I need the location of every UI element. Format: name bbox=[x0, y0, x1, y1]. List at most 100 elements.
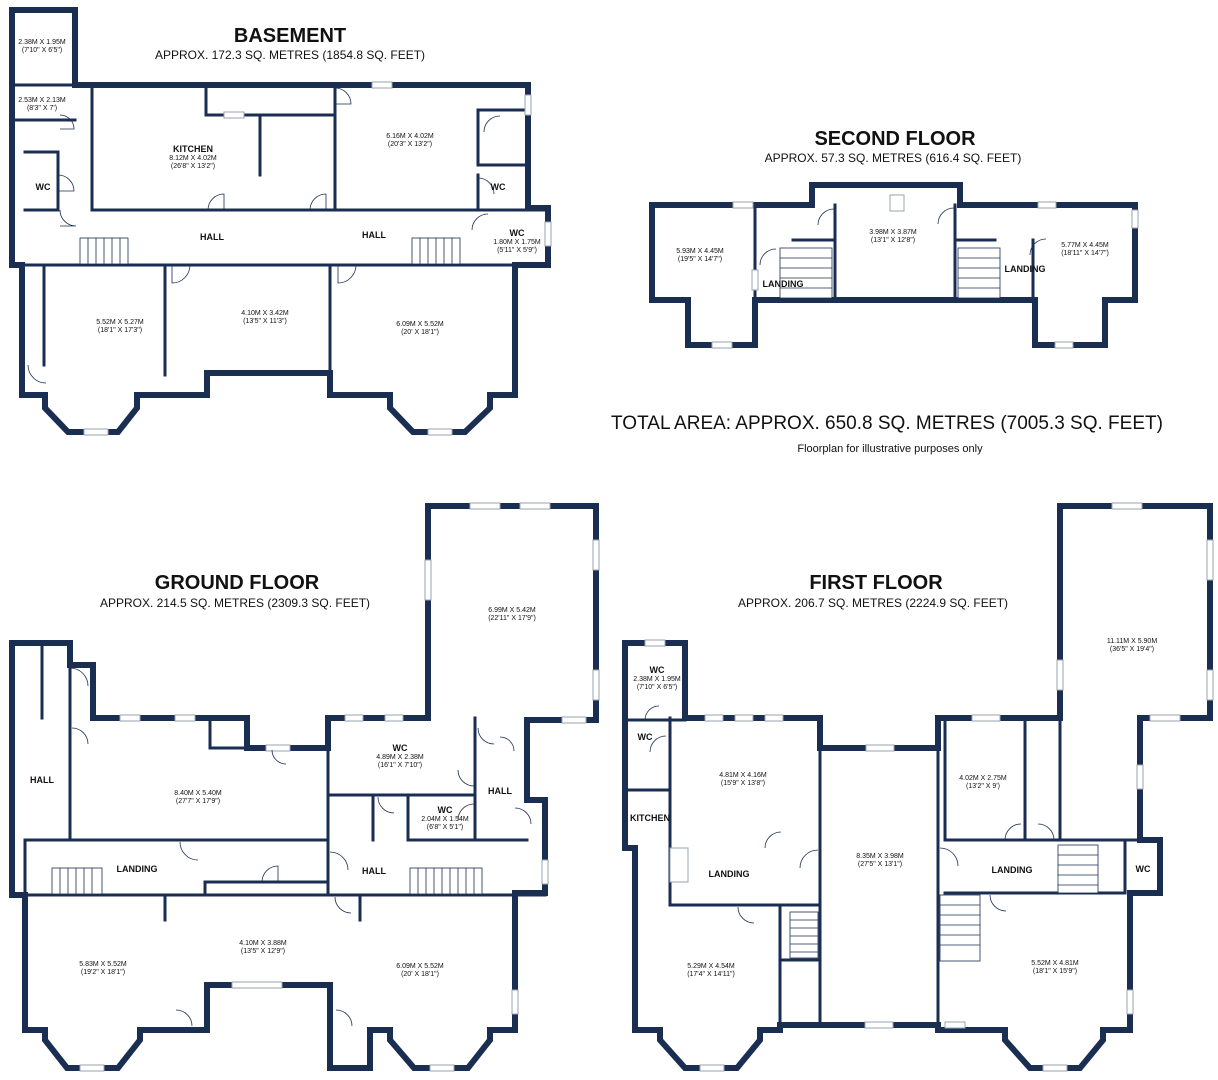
room-dimension-metric: 4.10M X 3.88M bbox=[239, 940, 287, 947]
room-name: WC bbox=[1136, 864, 1151, 874]
basement-windows bbox=[83, 81, 552, 436]
second-floor-doors bbox=[759, 207, 1047, 266]
room-dimension-imperial: (20' X 18'1") bbox=[401, 971, 439, 978]
room-dimension-imperial: (5'11" X 5'9") bbox=[497, 247, 537, 254]
room-dimension-metric: 2.04M X 1.54M bbox=[421, 816, 469, 823]
room-name: HALL bbox=[362, 866, 386, 876]
second-floor-plan: SECOND FLOOR APPROX. 57.3 SQ. METRES (61… bbox=[649, 128, 1139, 349]
room-name: WC bbox=[650, 665, 665, 675]
room-dimension-imperial: (16'1" X 7'10") bbox=[378, 762, 422, 769]
room-name: LANDING bbox=[763, 279, 804, 289]
room-dimension-metric: 4.10M X 3.42M bbox=[241, 310, 289, 317]
room-dimension-imperial: (26'8" X 13'2") bbox=[171, 163, 215, 170]
room-name: WC bbox=[491, 182, 506, 192]
room-name: HALL bbox=[362, 230, 386, 240]
room-dimension-imperial: (13'1" X 12'8") bbox=[871, 237, 915, 244]
room-dimension-imperial: (18'11" X 14'7") bbox=[1061, 250, 1109, 257]
room-name: KITCHEN bbox=[630, 813, 670, 823]
room-dimension-metric: 2.53M X 2.13M bbox=[18, 97, 66, 104]
room-dimension-metric: 11.11M X 5.90M bbox=[1107, 638, 1157, 645]
second-floor-room-labels: 5.93M X 4.45M (19'5" X 14'7") LANDING 3.… bbox=[676, 229, 1109, 289]
room-dimension-imperial: (8'3" X 7') bbox=[27, 105, 57, 112]
first-floor-title: FIRST FLOOR bbox=[809, 572, 943, 594]
room-dimension-metric: 8.40M X 5.40M bbox=[174, 790, 222, 797]
room-dimension-imperial: (36'5" X 19'4") bbox=[1110, 646, 1154, 653]
room-name: LANDING bbox=[1005, 264, 1046, 274]
room-name: KITCHEN bbox=[173, 144, 213, 154]
room-dimension-imperial: (13'2" X 9') bbox=[966, 783, 1000, 790]
room-name: HALL bbox=[488, 786, 512, 796]
room-name: LANDING bbox=[992, 865, 1033, 875]
room-dimension-metric: 2.38M X 1.95M bbox=[18, 39, 66, 46]
first-floor-plan: FIRST FLOOR APPROX. 206.7 SQ. METRES (22… bbox=[622, 502, 1214, 1072]
second-floor-outline bbox=[649, 182, 1138, 348]
room-dimension-imperial: (27'5" X 13'1") bbox=[858, 861, 902, 868]
room-name: HALL bbox=[30, 775, 54, 785]
ground-floor-plan: GROUND FLOOR APPROX. 214.5 SQ. METRES (2… bbox=[9, 502, 600, 1072]
ground-floor-windows bbox=[79, 502, 600, 1072]
room-name: WC bbox=[36, 182, 51, 192]
room-dimension-metric: 2.38M X 1.95M bbox=[633, 676, 681, 683]
basement-room-labels: 2.38M X 1.95M (7'10" X 6'5") 2.53M X 2.1… bbox=[18, 39, 541, 336]
basement-title: BASEMENT bbox=[234, 25, 346, 47]
basement-outline bbox=[9, 7, 551, 435]
basement-stairs bbox=[79, 237, 461, 265]
room-dimension-metric: 4.81M X 4.16M bbox=[719, 772, 767, 779]
first-floor-area: APPROX. 206.7 SQ. METRES (2224.9 SQ. FEE… bbox=[738, 596, 1008, 610]
room-dimension-imperial: (19'5" X 14'7") bbox=[678, 256, 722, 263]
second-floor-title: SECOND FLOOR bbox=[814, 128, 976, 150]
room-name: WC bbox=[438, 805, 453, 815]
ground-floor-room-labels: HALL 8.40M X 5.40M (27'7" X 17'9") LANDI… bbox=[30, 607, 536, 978]
basement-interior-walls bbox=[10, 83, 550, 377]
room-dimension-imperial: (20' X 18'1") bbox=[401, 329, 439, 336]
basement-plan: BASEMENT APPROX. 172.3 SQ. METRES (1854.… bbox=[9, 7, 552, 436]
first-floor-room-labels: WC 2.38M X 1.95M (7'10" X 6'5") WC KITCH… bbox=[630, 638, 1157, 978]
room-dimension-metric: 1.80M X 1.75M bbox=[493, 239, 541, 246]
room-name: HALL bbox=[200, 232, 224, 242]
room-dimension-metric: 8.35M X 3.98M bbox=[856, 853, 904, 860]
room-dimension-metric: 5.93M X 4.45M bbox=[676, 248, 724, 255]
room-dimension-imperial: (17'4" X 14'11") bbox=[687, 971, 735, 978]
first-floor-doors bbox=[644, 705, 1055, 924]
room-dimension-imperial: (18'1" X 15'9") bbox=[1033, 968, 1077, 975]
room-dimension-metric: 5.83M X 5.52M bbox=[79, 961, 127, 968]
room-dimension-metric: 6.99M X 5.42M bbox=[488, 607, 536, 614]
room-dimension-metric: 8.12M X 4.02M bbox=[169, 155, 217, 162]
second-floor-stairs bbox=[779, 247, 1001, 299]
room-dimension-imperial: (6'8" X 5'1") bbox=[427, 824, 463, 831]
room-dimension-imperial: (13'5" X 12'9") bbox=[241, 948, 285, 955]
room-dimension-metric: 5.52M X 4.81M bbox=[1031, 960, 1079, 967]
room-dimension-imperial: (7'10" X 6'5") bbox=[22, 47, 62, 54]
room-dimension-imperial: (27'7" X 17'9") bbox=[176, 798, 220, 805]
basement-doors bbox=[27, 87, 501, 384]
room-dimension-metric: 6.09M X 5.52M bbox=[396, 321, 444, 328]
room-dimension-imperial: (15'9" X 13'8") bbox=[721, 780, 765, 787]
room-dimension-metric: 6.09M X 5.52M bbox=[396, 963, 444, 970]
room-name: LANDING bbox=[117, 864, 158, 874]
ground-floor-title: GROUND FLOOR bbox=[155, 572, 320, 594]
room-name: LANDING bbox=[709, 869, 750, 879]
first-floor-windows bbox=[644, 502, 1214, 1072]
ground-floor-doors bbox=[69, 667, 532, 1027]
ground-floor-stairs bbox=[51, 867, 483, 895]
ground-floor-interior-walls bbox=[23, 641, 547, 1032]
total-area: TOTAL AREA: APPROX. 650.8 SQ. METRES (70… bbox=[611, 413, 1163, 434]
basement-area: APPROX. 172.3 SQ. METRES (1854.8 SQ. FEE… bbox=[155, 48, 425, 62]
room-dimension-metric: 4.02M X 2.75M bbox=[959, 775, 1007, 782]
room-dimension-metric: 5.29M X 4.54M bbox=[687, 963, 735, 970]
room-dimension-metric: 4.89M X 2.38M bbox=[376, 754, 424, 761]
room-dimension-imperial: (7'10" X 6'5") bbox=[637, 684, 677, 691]
room-dimension-metric: 6.16M X 4.02M bbox=[386, 133, 434, 140]
room-dimension-metric: 5.77M X 4.45M bbox=[1061, 242, 1109, 249]
first-floor-outline bbox=[622, 503, 1213, 1071]
room-dimension-imperial: (19'2" X 18'1") bbox=[81, 969, 125, 976]
second-floor-interior-walls bbox=[753, 203, 1035, 302]
room-dimension-imperial: (22'11" X 17'9") bbox=[488, 615, 536, 622]
room-name: WC bbox=[393, 743, 408, 753]
room-dimension-metric: 5.52M X 5.27M bbox=[96, 319, 144, 326]
room-dimension-imperial: (20'3" X 13'2") bbox=[388, 141, 432, 148]
room-dimension-metric: 3.98M X 3.87M bbox=[869, 229, 917, 236]
room-name: WC bbox=[638, 732, 653, 742]
room-dimension-imperial: (18'1" X 17'3") bbox=[98, 327, 142, 334]
